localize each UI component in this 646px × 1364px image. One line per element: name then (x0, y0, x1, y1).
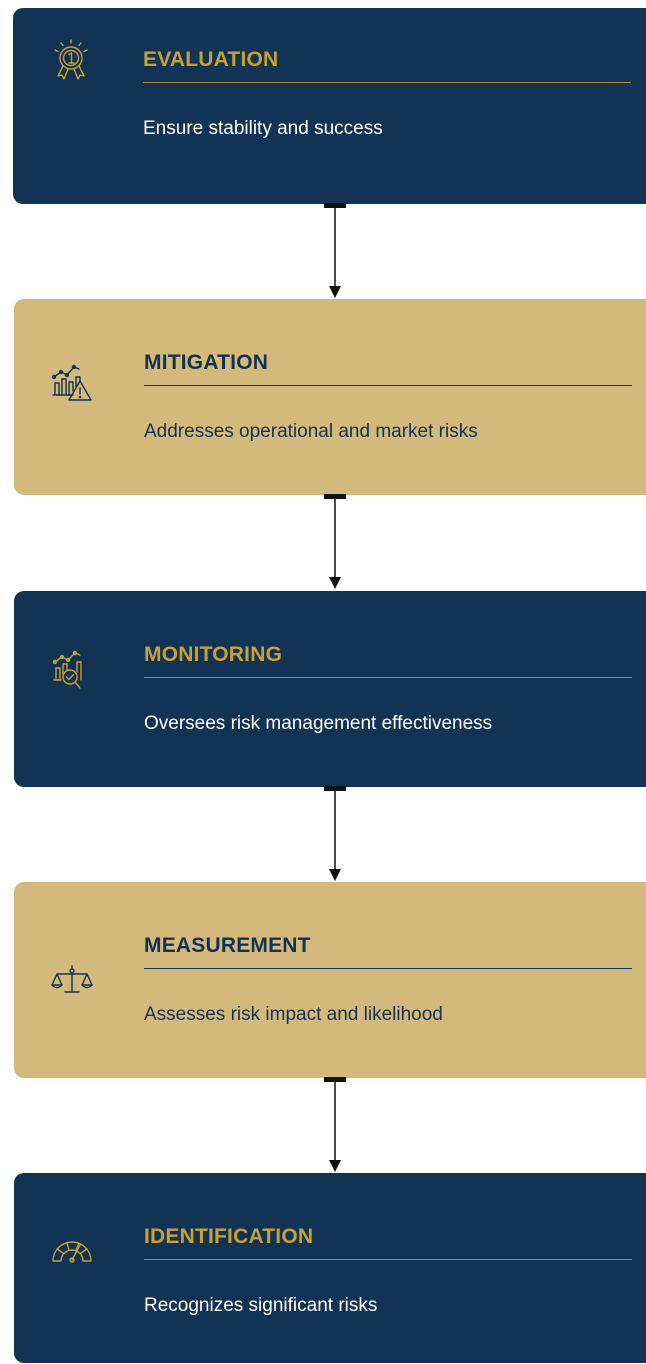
flow-arrow (323, 203, 347, 298)
step-title: MEASUREMENT (144, 934, 632, 969)
step-card-measurement: MEASUREMENT Assesses risk impact and lik… (14, 882, 646, 1078)
flow-arrow (323, 786, 347, 881)
chart-warning-icon (50, 359, 94, 403)
step-description: Assesses risk impact and likelihood (144, 1004, 443, 1025)
step-description: Addresses operational and market risks (144, 421, 478, 442)
step-card-mitigation: MITIGATION Addresses operational and mar… (14, 299, 646, 495)
flow-arrow (323, 1077, 347, 1172)
step-title: EVALUATION (143, 48, 631, 83)
gauge-meter-icon (50, 1231, 94, 1275)
chart-magnifier-icon (50, 648, 94, 692)
flow-arrow (323, 494, 347, 589)
step-title: IDENTIFICATION (144, 1225, 632, 1260)
step-card-evaluation: EVALUATION Ensure stability and success (13, 8, 646, 204)
step-title: MONITORING (144, 643, 632, 678)
step-description: Recognizes significant risks (144, 1295, 378, 1316)
balance-scale-icon (50, 962, 94, 1006)
step-description: Ensure stability and success (143, 118, 383, 139)
step-title: MITIGATION (144, 351, 632, 386)
step-description: Oversees risk management effectiveness (144, 713, 493, 734)
step-card-identification: IDENTIFICATION Recognizes significant ri… (14, 1173, 646, 1363)
step-card-monitoring: MONITORING Oversees risk management effe… (14, 591, 646, 787)
award-medal-icon (49, 38, 93, 82)
